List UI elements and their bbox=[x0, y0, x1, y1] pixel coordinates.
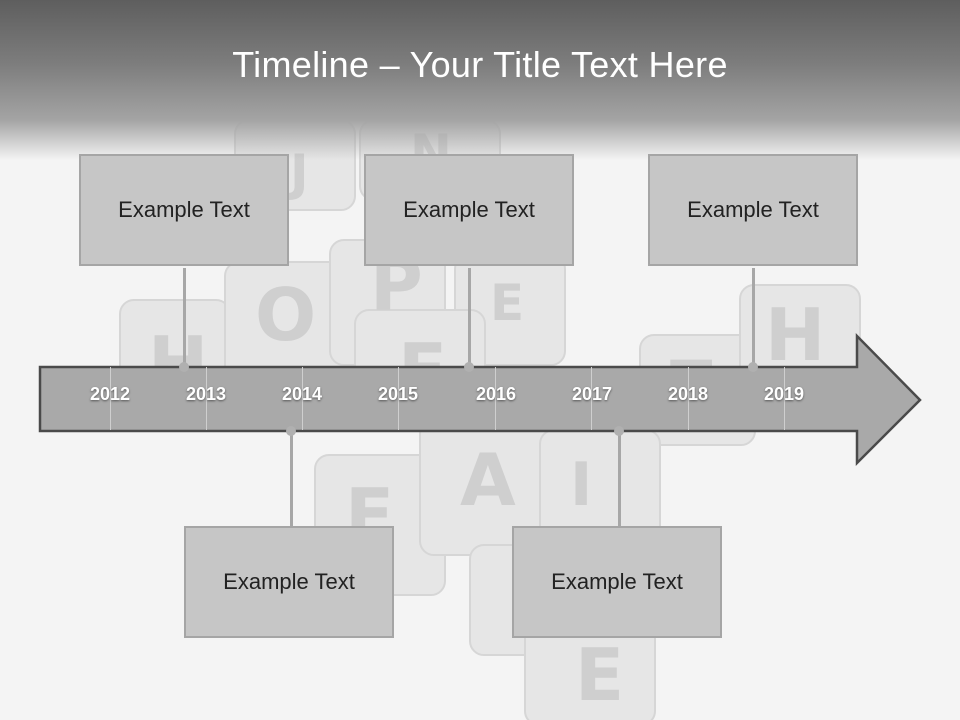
callout-box-top-2[interactable]: Example Text bbox=[364, 154, 574, 266]
callout-box-bottom-1[interactable]: Example Text bbox=[184, 526, 394, 638]
tick-2018 bbox=[688, 367, 689, 430]
page-title: Timeline – Your Title Text Here bbox=[232, 44, 728, 85]
tick-2012 bbox=[110, 367, 111, 430]
svg-text:E: E bbox=[575, 633, 624, 717]
tick-2013 bbox=[206, 367, 207, 430]
year-label: 2017 bbox=[571, 384, 613, 404]
year-label: 2013 bbox=[185, 384, 227, 404]
year-label: 2016 bbox=[475, 384, 517, 404]
callout-connector bbox=[290, 431, 293, 527]
svg-text:H: H bbox=[765, 293, 825, 377]
svg-text:E: E bbox=[490, 274, 524, 332]
title-bar: Timeline – Your Title Text Here bbox=[0, 0, 960, 160]
callout-box-top-3[interactable]: Example Text bbox=[648, 154, 858, 266]
year-label: 2018 bbox=[667, 384, 709, 404]
callout-text: Example Text bbox=[403, 197, 535, 222]
callout-connector bbox=[468, 268, 471, 367]
svg-text:A: A bbox=[460, 438, 516, 522]
timeline-marker bbox=[748, 362, 758, 372]
callout-box-bottom-2[interactable]: Example Text bbox=[512, 526, 722, 638]
timeline-marker bbox=[286, 426, 296, 436]
timeline-marker bbox=[179, 362, 189, 372]
tick-2014 bbox=[302, 367, 303, 430]
tick-2019 bbox=[784, 367, 785, 430]
callout-text: Example Text bbox=[223, 569, 355, 594]
tick-2015 bbox=[398, 367, 399, 430]
tick-2016 bbox=[495, 367, 496, 430]
callout-box-top-1[interactable]: Example Text bbox=[79, 154, 289, 266]
callout-text: Example Text bbox=[687, 197, 819, 222]
callout-connector bbox=[618, 431, 621, 527]
callout-connector bbox=[752, 268, 755, 367]
year-label: 2014 bbox=[281, 384, 323, 404]
year-label: 2019 bbox=[763, 384, 805, 404]
callout-text: Example Text bbox=[551, 569, 683, 594]
year-label: 2012 bbox=[89, 384, 131, 404]
svg-text:I: I bbox=[570, 450, 592, 520]
svg-text:O: O bbox=[255, 273, 316, 357]
callout-connector bbox=[183, 268, 186, 367]
year-label: 2015 bbox=[377, 384, 419, 404]
timeline-marker bbox=[614, 426, 624, 436]
callout-text: Example Text bbox=[118, 197, 250, 222]
timeline-marker bbox=[464, 362, 474, 372]
tick-2017 bbox=[591, 367, 592, 430]
